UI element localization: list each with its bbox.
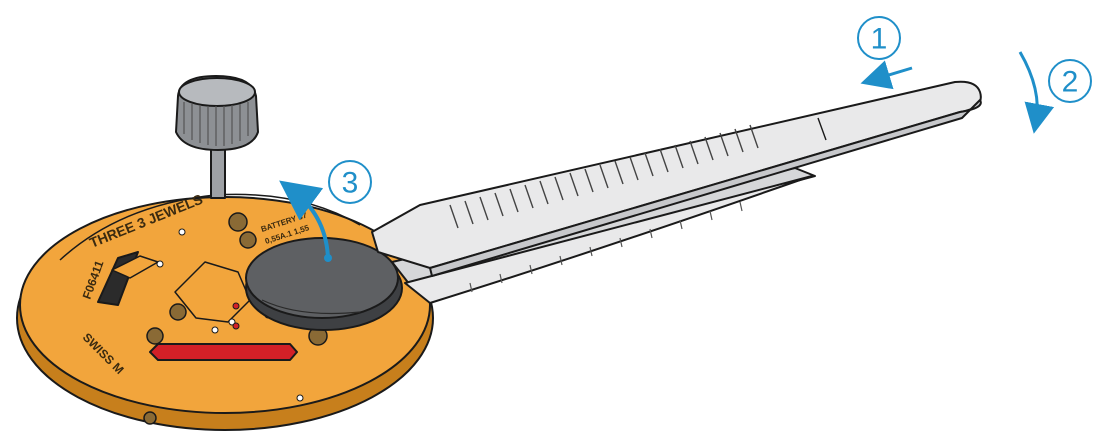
arrow-origin-dot bbox=[324, 254, 332, 262]
step-3-badge: 3 bbox=[328, 160, 372, 204]
screw bbox=[239, 231, 257, 249]
screw bbox=[143, 411, 157, 425]
arrow-icon bbox=[860, 60, 913, 90]
crown-assembly bbox=[175, 75, 259, 199]
tweezers-upper-arm bbox=[371, 80, 982, 269]
step-3-number: 3 bbox=[342, 167, 359, 200]
crown-icon bbox=[175, 75, 259, 151]
red-jewel bbox=[232, 302, 240, 310]
tweezers-lower-grip bbox=[469, 201, 743, 293]
red-jewel bbox=[232, 322, 240, 330]
step-1-badge: 1 bbox=[857, 16, 901, 60]
step-2-badge: 2 bbox=[1048, 59, 1092, 103]
red-slot bbox=[149, 343, 298, 361]
screw bbox=[146, 327, 164, 345]
movement-screws bbox=[143, 212, 328, 425]
screw bbox=[169, 303, 187, 321]
screw bbox=[228, 212, 248, 232]
step-2-number: 2 bbox=[1062, 66, 1079, 99]
tweezers-handle-seam bbox=[817, 117, 827, 141]
step-1-number: 1 bbox=[871, 23, 888, 56]
tweezers-grip bbox=[449, 124, 759, 229]
arrow-icon bbox=[1018, 51, 1055, 134]
arrow-icon bbox=[279, 180, 330, 259]
battery-icon bbox=[245, 237, 403, 331]
tweezers-icon bbox=[371, 80, 982, 304]
